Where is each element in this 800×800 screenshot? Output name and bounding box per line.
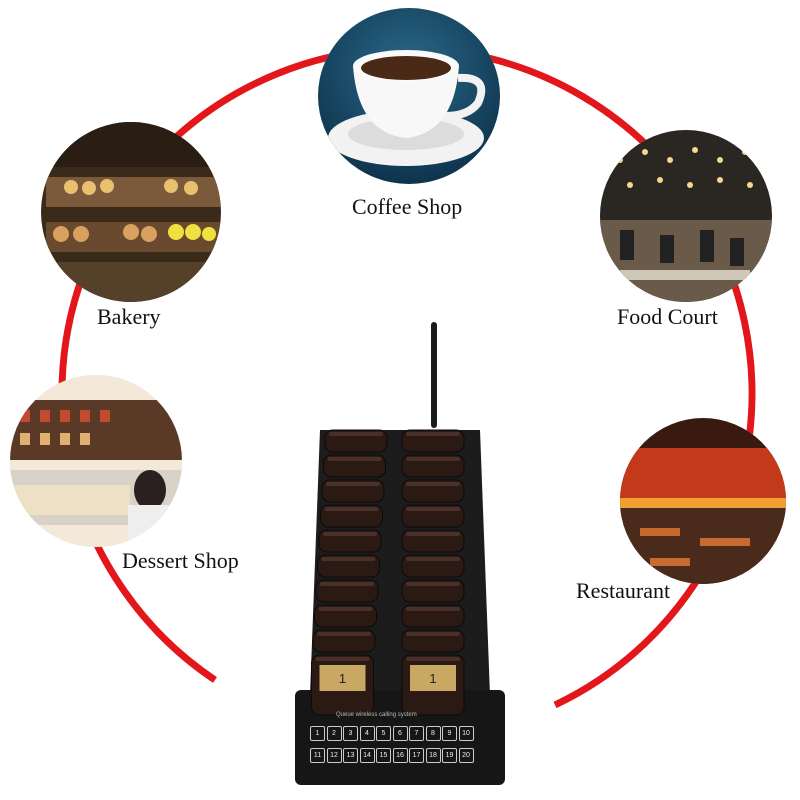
keypad-key-4[interactable]: 4 — [359, 726, 375, 741]
pager-highlight — [329, 432, 383, 436]
pager-highlight — [324, 507, 379, 511]
keypad-key-15[interactable]: 15 — [376, 748, 391, 763]
keypad-key-8[interactable]: 8 — [425, 726, 441, 741]
pager-charging-base: 1 1 — [290, 320, 510, 790]
coffee-shop-photo — [318, 8, 500, 184]
pager-highlight — [406, 607, 460, 611]
restaurant-label: Restaurant — [576, 578, 671, 603]
keypad-key-6[interactable]: 6 — [392, 726, 408, 741]
keypad-key-7[interactable]: 7 — [409, 726, 424, 741]
restaurant-photo — [620, 418, 786, 584]
keypad-key-19[interactable]: 19 — [442, 748, 457, 763]
keypad-key-1[interactable]: 1 — [310, 726, 325, 741]
bakery-label: Bakery — [97, 304, 161, 329]
keypad-key-14[interactable]: 14 — [359, 748, 375, 763]
pager-highlight — [406, 632, 460, 636]
food-court-photo — [600, 130, 772, 302]
pager-highlight — [321, 557, 376, 561]
pager-highlight — [406, 557, 460, 561]
pager-highlight — [406, 482, 460, 486]
pager-highlight — [406, 532, 460, 536]
pager-highlight — [406, 507, 460, 511]
antenna — [431, 322, 437, 428]
pager-display — [410, 665, 456, 691]
keypad-key-2[interactable]: 2 — [326, 726, 342, 741]
keypad-key-5[interactable]: 5 — [376, 726, 391, 741]
pager-highlight — [327, 457, 382, 461]
pager-highlight — [323, 532, 377, 536]
bakery-photo — [41, 122, 221, 302]
keypad-key-20[interactable]: 20 — [458, 748, 474, 763]
keypad-key-16[interactable]: 16 — [392, 748, 408, 763]
keypad-key-11[interactable]: 11 — [310, 748, 325, 763]
coffee-shop-label: Coffee Shop — [352, 194, 463, 219]
pager-highlight — [406, 432, 460, 436]
keypad-key-17[interactable]: 17 — [409, 748, 424, 763]
pager-highlight — [315, 657, 370, 661]
pager-highlight — [318, 607, 373, 611]
keypad-key-13[interactable]: 13 — [343, 748, 358, 763]
keypad-key-18[interactable]: 18 — [425, 748, 441, 763]
pager-display — [319, 665, 366, 691]
pager-highlight — [326, 482, 380, 486]
pager-number: 1 — [339, 671, 346, 686]
keypad-key-10[interactable]: 10 — [458, 726, 474, 741]
pager-number: 1 — [429, 671, 436, 686]
device-brand-text: Queue wireless calling system — [336, 712, 417, 718]
pager-highlight — [406, 457, 460, 461]
pager-highlight — [317, 632, 371, 636]
keypad-key-12[interactable]: 12 — [326, 748, 342, 763]
keypad-key-9[interactable]: 9 — [442, 726, 457, 741]
keypad-key-3[interactable]: 3 — [343, 726, 358, 741]
pager-highlight — [406, 657, 460, 661]
dessert-shop-label: Dessert Shop — [122, 548, 239, 573]
pager-highlight — [406, 582, 460, 586]
pager-highlight — [320, 582, 374, 586]
food-court-label: Food Court — [617, 304, 718, 329]
dessert-shop-photo — [10, 375, 182, 547]
